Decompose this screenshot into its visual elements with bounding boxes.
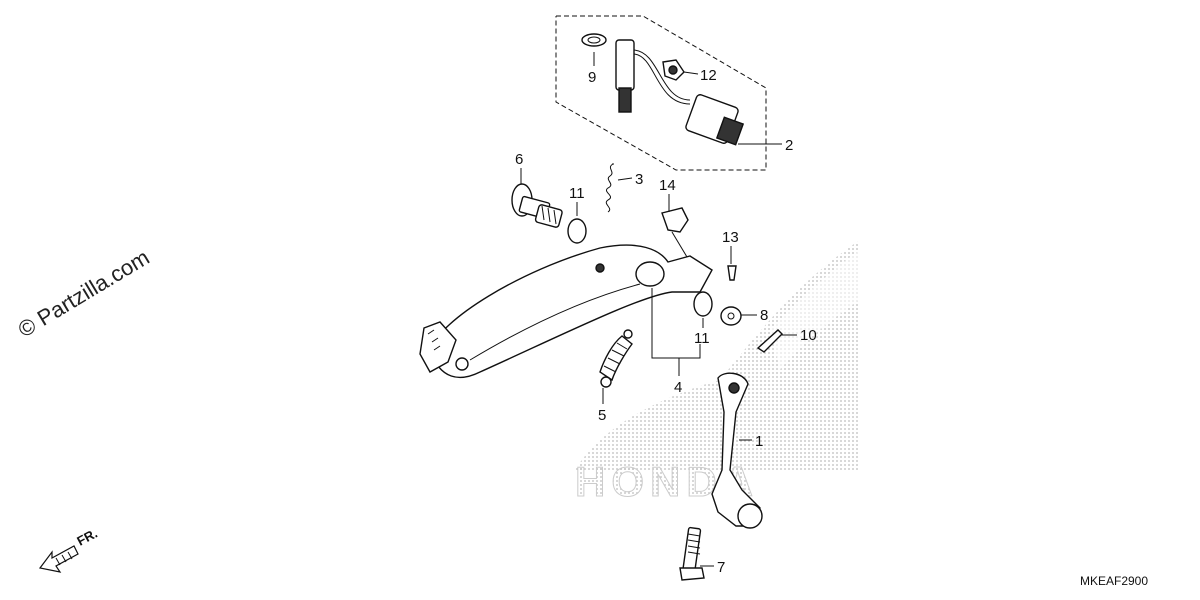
callout-2: 2 [785,137,793,154]
clamp-part-12 [662,59,685,81]
pivot-bolt-part-6 [511,183,563,228]
stop-switch-assembly [615,39,745,146]
callout-13: 13 [722,229,739,246]
leader-lines [520,52,797,567]
front-direction-label: FR. [74,526,100,549]
partzilla-watermark: © Partzilla.com [14,245,154,343]
front-direction-arrow: FR. [38,526,100,573]
callout-8: 8 [760,307,768,324]
pedal-rod-part-1 [711,372,763,529]
callout-7: 7 [717,559,725,576]
spring-part-5 [599,329,633,388]
cotter-pin-part-13 [727,265,737,281]
callout-9: 9 [588,69,596,86]
callout-14: 14 [659,177,676,194]
switch-assembly-box [555,15,767,171]
pin-part-10 [756,329,783,353]
diagram-code: MKEAF2900 [1080,574,1148,588]
bolt-part-7 [679,526,705,581]
callout-4: 4 [674,379,682,396]
callout-1: 1 [755,433,763,450]
bracket-part-14 [661,207,691,263]
washer-part-11-top [567,218,587,244]
washer-part-8 [720,306,742,326]
callout-12: 12 [700,67,717,84]
spring-part-3 [605,163,614,213]
callout-5: 5 [598,407,606,424]
callout-11-lower: 11 [694,330,710,347]
callout-3: 3 [635,171,643,188]
washer-part-11-lower [693,291,713,317]
brake-pedal [419,244,713,379]
callout-10: 10 [800,327,817,344]
callout-6: 6 [515,151,523,168]
clip-part-9 [581,33,607,47]
callout-11-top: 11 [569,185,585,202]
callouts: 9 12 2 3 6 11 14 13 8 10 11 4 5 1 7 [515,67,817,576]
